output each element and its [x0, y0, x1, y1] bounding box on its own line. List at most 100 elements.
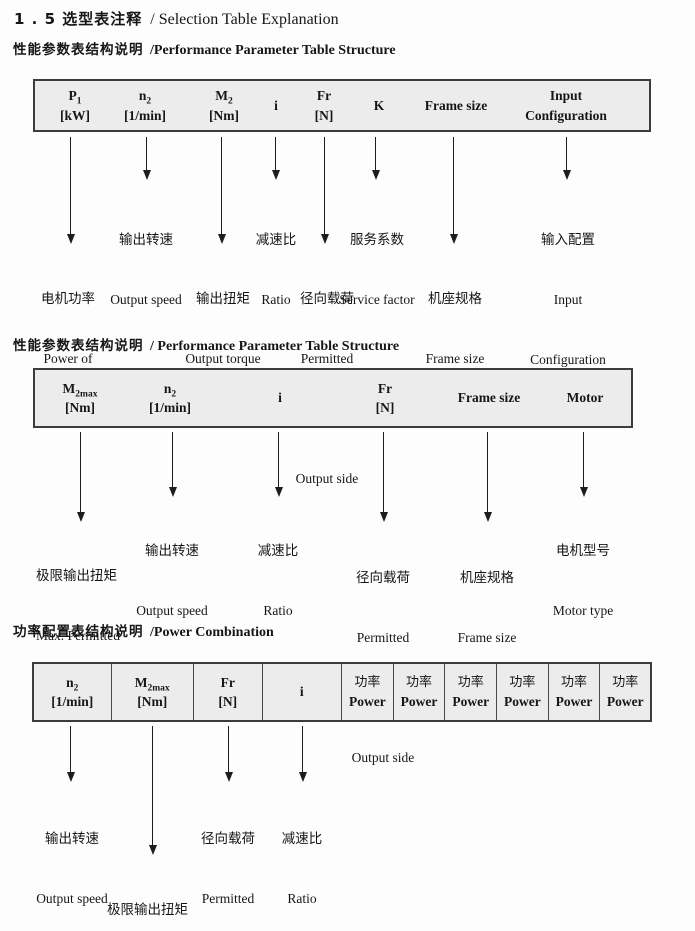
t3-col-fr-symbol: Fr [220, 674, 235, 690]
arrow-s1-m2 [217, 137, 226, 244]
t1-col-i: i [274, 81, 278, 130]
t1-col-i-symbol: i [274, 97, 278, 113]
note-s1-p1-en1: Power of [43, 351, 93, 366]
t1-col-m2-unit: [Nm] [209, 107, 239, 123]
power-combination-table: n2 [1/min] M2max [Nm] Fr [N] i 功率 Power … [32, 662, 652, 722]
note-s2-motor-zh: 电机型号 [556, 543, 610, 559]
note-s3-n2-zh: 输出转速 [45, 831, 99, 847]
note-s3-n2-en: Output speed [36, 891, 108, 906]
note-s1-p1: 电机功率 Power of motor [41, 249, 95, 469]
t1-col-frame-label: Frame size [424, 97, 488, 113]
t2-col-frame-label: Frame size [457, 390, 521, 406]
t3-col-power-6-en: Power [606, 693, 644, 709]
note-s1-frame: 机座规格 Frame size [426, 249, 485, 409]
note-s1-n2-zh: 输出转速 [119, 232, 173, 248]
note-s1-input-en2: Configuration [530, 352, 606, 367]
t2-col-frame: Frame size [458, 370, 521, 426]
t2-col-m2max-unit: [Nm] [64, 400, 95, 415]
note-s1-fr-zh: 径向载荷 [299, 291, 354, 307]
note-s2-motor: 电机型号 Motor type [553, 501, 613, 661]
note-s2-n2: 输出转速 Output speed [136, 501, 208, 661]
t3-col-i: i [263, 664, 343, 720]
t1-col-n2-symbol: n2 [138, 88, 152, 107]
t3-col-power-3-zh: 功率 [457, 674, 484, 690]
section1-heading: 性能参数表结构说明 /Performance Parameter Table S… [13, 38, 396, 59]
note-s1-k-zh: 服务系数 [350, 232, 404, 248]
t2-col-n2: n2 [1/min] [149, 370, 191, 426]
note-s1-i: 减速比 Ratio [256, 190, 297, 350]
section1-heading-en: /Performance Parameter Table Structure [150, 43, 396, 58]
note-s1-k-en: Service factor [339, 292, 415, 307]
note-s2-i-en: Ratio [263, 603, 293, 618]
t3-col-n2-symbol: n2 [66, 674, 79, 694]
arrow-s1-n2 [142, 137, 151, 180]
t2-col-motor-label: Motor [566, 390, 604, 406]
note-s1-fr-en1: Permitted [300, 351, 354, 366]
arrow-s1-input [562, 137, 571, 180]
t1-col-p1-unit: [kW] [60, 107, 90, 123]
note-s2-m2max-zh: 极限输出扭矩 [36, 568, 117, 584]
note-s3-m2max-zh: 极限输出扭矩 [107, 902, 188, 918]
t3-col-fr: Fr [N] [194, 664, 263, 720]
t3-col-power-3: 功率 Power [445, 664, 498, 720]
t3-col-power-2-zh: 功率 [406, 674, 433, 690]
performance-table-1: P1 [kW] n2 [1/min] M2 [Nm] i Fr [N] K Fr… [33, 79, 651, 132]
t3-col-power-6: 功率 Power [600, 664, 650, 720]
t2-col-m2max: M2max [Nm] [63, 370, 98, 426]
note-s3-fr-zh: 径向载荷 [200, 831, 255, 847]
t2-col-fr-symbol: Fr [377, 380, 393, 396]
t3-col-power-5-zh: 功率 [561, 674, 588, 690]
arrow-s1-p1 [66, 137, 75, 244]
t3-col-n2-unit: [1/min] [51, 694, 94, 709]
arrow-s2-i [274, 432, 283, 497]
t3-col-n2: n2 [1/min] [34, 664, 112, 720]
t2-col-i: i [278, 370, 282, 426]
note-s2-m2max-en1: Max. Permitted [36, 628, 120, 643]
arrow-s3-n2 [66, 726, 75, 782]
note-s1-k: 服务系数 Service factor [339, 190, 414, 350]
arrow-s1-i [271, 137, 280, 180]
note-s2-n2-zh: 输出转速 [145, 543, 199, 559]
note-s1-frame-en: Frame size [425, 351, 485, 366]
note-s2-fr-en1: Permitted [356, 630, 410, 645]
note-s1-p1-zh: 电机功率 [41, 291, 95, 307]
t3-col-power-1-zh: 功率 [354, 674, 381, 690]
note-s1-fr-en3: Output side [295, 471, 359, 486]
arrow-s2-fr [379, 432, 388, 522]
arrow-s2-motor [579, 432, 588, 497]
t2-col-n2-unit: [1/min] [149, 400, 191, 415]
note-s3-i: 减速比 Ratio [282, 789, 323, 931]
t3-col-power-1: 功率 Power [342, 664, 394, 720]
note-s1-m2-en: Output torque [185, 351, 261, 366]
note-s2-fr-zh: 径向载荷 [355, 570, 410, 586]
section3-heading: 功率配置表结构说明 /Power Combination [13, 620, 274, 641]
arrow-s1-fr [320, 137, 329, 244]
t3-col-fr-unit: [N] [218, 694, 238, 709]
arrow-s1-frame [449, 137, 458, 244]
note-s2-motor-en: Motor type [552, 603, 614, 618]
note-s1-input-zh: 输入配置 [541, 232, 595, 248]
note-s1-i-zh: 减速比 [255, 232, 297, 248]
note-s1-n2: 输出转速 Output speed [110, 190, 182, 350]
section2-heading: 性能参数表结构说明 / Performance Parameter Table … [13, 334, 399, 355]
arrow-s3-m2max [148, 726, 157, 855]
arrow-s2-frame [483, 432, 492, 522]
note-s3-fr-en1: Permitted [201, 891, 255, 906]
note-s2-frame: 机座规格 Frame size [458, 528, 517, 688]
t3-col-power-4-zh: 功率 [509, 674, 536, 690]
t2-col-motor: Motor [567, 370, 604, 426]
note-s1-input-en1: Input [553, 292, 583, 307]
performance-table-2: M2max [Nm] n2 [1/min] i Fr [N] Frame siz… [33, 368, 633, 428]
t3-col-power-1-en: Power [348, 693, 386, 709]
page-title: 1 . 5 选型表注释 / Selection Table Explanatio… [14, 8, 339, 29]
t2-col-m2max-symbol: M2max [62, 380, 98, 400]
t1-col-frame: Frame size [425, 81, 488, 130]
t2-col-fr: Fr [N] [376, 370, 395, 426]
note-s3-fr: 径向载荷 Permitted Overhung load Output side [188, 789, 269, 931]
note-s2-fr-en3: Output side [351, 750, 415, 765]
t1-col-fr-symbol: Fr [316, 88, 332, 103]
page-title-zh: 1 . 5 选型表注释 [14, 10, 143, 28]
t1-col-p1: P1 [kW] [60, 81, 90, 130]
t1-col-m2: M2 [Nm] [209, 81, 239, 130]
t1-col-n2: n2 [1/min] [124, 81, 166, 130]
